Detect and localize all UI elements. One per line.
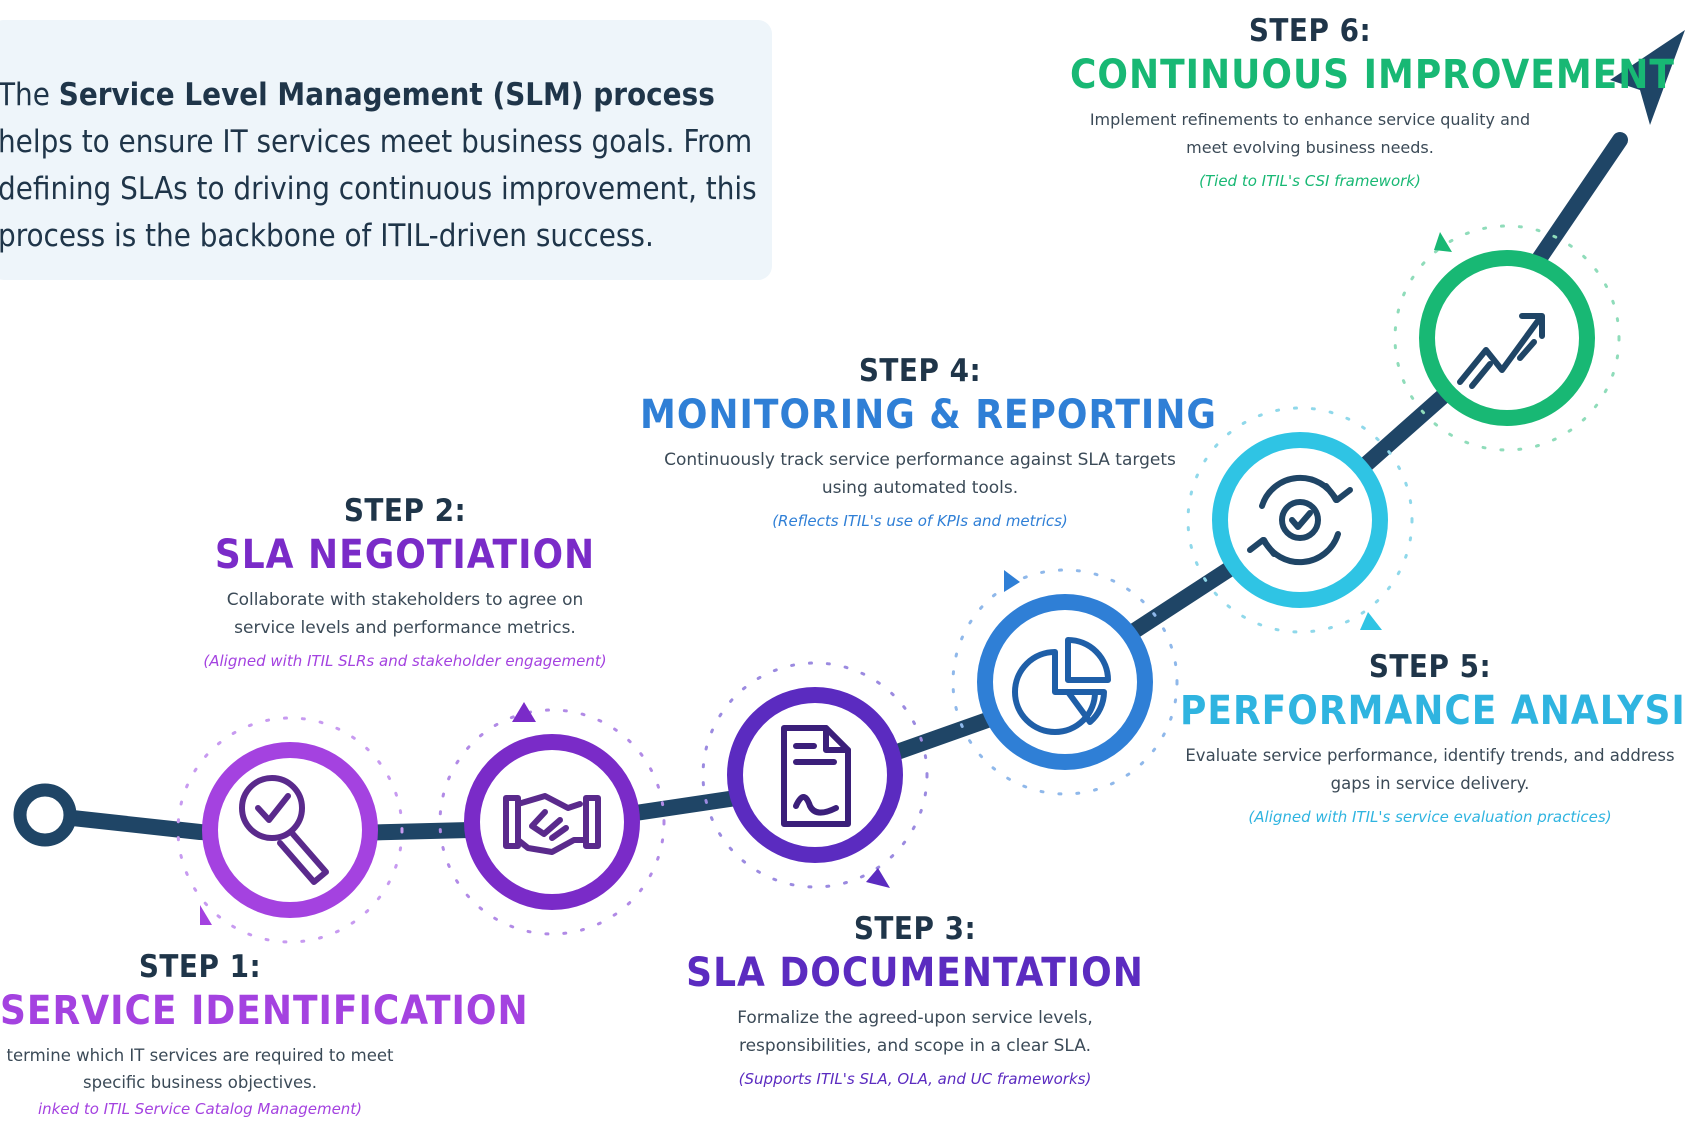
step-1-number: STEP 1: — [138, 949, 262, 985]
step5-circle — [1212, 432, 1388, 608]
step-2-text: STEP 2: SLA NEGOTIATION Collaborate with… — [140, 492, 670, 674]
step3-marker-icon — [866, 868, 890, 888]
intro-text-bold: Service Level Management (SLM) process — [58, 77, 715, 113]
step6-halo — [1393, 224, 1621, 452]
intro-text-post: helps to ensure IT services meet busines… — [0, 124, 757, 254]
step-6-description: Implement refinements to enhance service… — [1089, 110, 1531, 157]
step2-halo — [438, 708, 666, 936]
step-4-note: (Reflects ITIL's use of KPIs and metrics… — [772, 512, 1068, 530]
step2-circle — [464, 734, 640, 910]
path-start-node — [13, 783, 77, 847]
step-4-description: Continuously track service performance a… — [664, 450, 1176, 498]
step-1-note: inked to ITIL Service Catalog Management… — [37, 1100, 363, 1118]
step5-halo — [1186, 406, 1414, 634]
step-3-description: Formalize the agreed-upon service levels… — [737, 1008, 1093, 1056]
step-1-text: STEP 1: SERVICE IDENTIFICATION termine w… — [0, 948, 529, 1122]
step-3-number: STEP 3: — [853, 911, 977, 947]
step1-marker-icon — [200, 905, 212, 925]
trend-up-icon — [1457, 313, 1545, 389]
step-6-text: STEP 6: CONTINUOUS IMPROVEMENT Implement… — [1070, 12, 1675, 194]
step-4-text: STEP 4: MONITORING & REPORTING Continuou… — [640, 352, 1217, 534]
step2-marker-icon — [512, 702, 536, 722]
step4-marker-icon — [1004, 570, 1020, 592]
step4-halo — [951, 568, 1179, 796]
magnifier-check-icon — [239, 775, 329, 885]
step-1-description: termine which IT services are required t… — [6, 1046, 394, 1092]
step6-circle — [1419, 250, 1595, 426]
step-2-description: Collaborate with stakeholders to agree o… — [226, 590, 584, 638]
step-1-title: SERVICE IDENTIFICATION — [0, 988, 529, 1034]
step-3-note: (Supports ITIL's SLA, OLA, and UC framew… — [738, 1070, 1092, 1088]
handshake-icon — [503, 793, 601, 855]
step6-marker-icon — [1434, 232, 1452, 252]
step-6-title: CONTINUOUS IMPROVEMENT — [1070, 52, 1675, 98]
step-3-title: SLA DOCUMENTATION — [686, 950, 1144, 996]
intro-card: The Service Level Management (SLM) proce… — [0, 20, 772, 280]
path-arrowhead-icon — [1610, 30, 1685, 125]
signed-document-icon — [781, 725, 851, 827]
step-5-description: Evaluate service performance, identify t… — [1185, 746, 1675, 793]
step-4-number: STEP 4: — [858, 353, 982, 389]
intro-text-pre: The — [0, 77, 59, 113]
step-3-text: STEP 3: SLA DOCUMENTATION Formalize the … — [650, 910, 1180, 1092]
step-6-note: (Tied to ITIL's CSI framework) — [1199, 172, 1421, 190]
step5-marker-icon — [1360, 612, 1382, 630]
step1-halo — [176, 716, 404, 944]
step-4-title: MONITORING & REPORTING — [640, 392, 1217, 438]
step-5-note: (Aligned with ITIL's service evaluation … — [1248, 808, 1612, 826]
intro-text: The Service Level Management (SLM) proce… — [0, 72, 758, 260]
step-2-note: (Aligned with ITIL SLRs and stakeholder … — [203, 652, 607, 670]
step-5-title: PERFORMANCE ANALYSIS — [1180, 688, 1686, 734]
step-5-number: STEP 5: — [1368, 649, 1492, 685]
pie-chart-icon — [1012, 637, 1111, 735]
step3-halo — [701, 661, 929, 889]
step3-circle — [727, 687, 903, 863]
step-5-text: STEP 5: PERFORMANCE ANALYSIS Evaluate se… — [1180, 648, 1686, 830]
step-2-number: STEP 2: — [343, 493, 467, 529]
step-2-title: SLA NEGOTIATION — [214, 532, 596, 578]
step4-circle — [977, 594, 1153, 770]
step-6-number: STEP 6: — [1248, 13, 1372, 49]
refresh-check-icon — [1247, 474, 1353, 566]
